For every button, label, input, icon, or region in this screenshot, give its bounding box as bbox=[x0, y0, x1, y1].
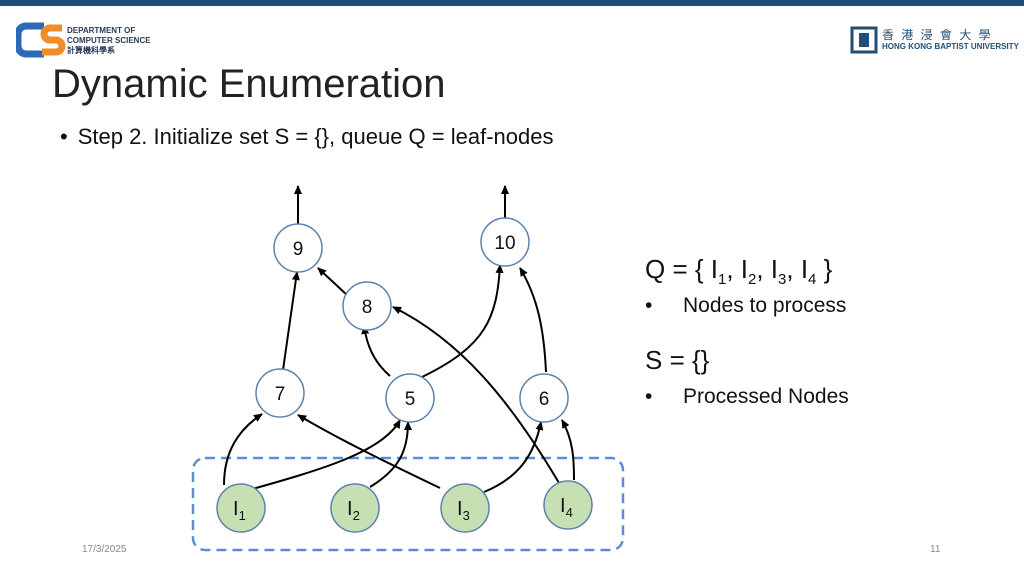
edge-I3-6 bbox=[483, 421, 544, 493]
node-6-label: 6 bbox=[539, 389, 550, 410]
edge-I1-7 bbox=[223, 413, 263, 486]
node-7 bbox=[255, 368, 305, 418]
step-text: Step 2. Initialize set S = {}, queue Q =… bbox=[77, 124, 554, 149]
hkbu-logo-icon bbox=[850, 26, 878, 54]
edge-5-8 bbox=[361, 325, 391, 377]
edge-I4-6 bbox=[561, 419, 575, 481]
cs-department-logo bbox=[16, 22, 66, 58]
node-5-label: 5 bbox=[405, 389, 416, 410]
node-9-label: 9 bbox=[293, 239, 304, 260]
node-I1-label: I1 bbox=[233, 498, 246, 523]
set-description: •Processed Nodes bbox=[645, 385, 849, 408]
edge-I1-5 bbox=[248, 419, 401, 491]
step-bullet: • Step 2. Initialize set S = {}, queue Q … bbox=[60, 124, 553, 150]
edge-I4-8 bbox=[392, 306, 560, 484]
node-6 bbox=[519, 373, 569, 423]
node-9 bbox=[273, 223, 323, 273]
node-8 bbox=[342, 281, 392, 331]
node-10 bbox=[480, 217, 530, 267]
queue-definition: Q = { I1, I2, I3, I4 } bbox=[645, 254, 833, 289]
edge-I2-5 bbox=[369, 421, 412, 488]
dept-name: DEPARTMENT OF COMPUTER SCIENCE 計算機科學系 bbox=[67, 26, 151, 55]
slide-date: 17/3/2025 bbox=[82, 544, 127, 555]
edge-8-9 bbox=[317, 267, 348, 296]
bullet-dot: • bbox=[60, 124, 68, 149]
node-7-label: 7 bbox=[275, 384, 286, 405]
edge-6-10 bbox=[519, 267, 547, 373]
slide-title: Dynamic Enumeration bbox=[52, 62, 446, 106]
node-I2 bbox=[330, 483, 380, 533]
node-I4-label: I4 bbox=[560, 495, 573, 520]
node-8-label: 8 bbox=[362, 297, 373, 318]
university-name-english: HONG KONG BAPTIST UNIVERSITY bbox=[882, 42, 1019, 51]
node-I3-label: I3 bbox=[457, 498, 470, 523]
node-I2-label: I2 bbox=[347, 498, 360, 523]
node-I4 bbox=[543, 480, 593, 530]
node-I3 bbox=[440, 483, 490, 533]
edge-I3-7 bbox=[297, 414, 441, 489]
top-accent-bar bbox=[0, 0, 1024, 6]
node-5 bbox=[385, 373, 435, 423]
slide-number: 11 bbox=[930, 544, 941, 555]
node-I1 bbox=[216, 483, 266, 533]
edge-7-9 bbox=[282, 271, 300, 371]
queue-description: •Nodes to process bbox=[645, 294, 847, 317]
set-definition: S = {} bbox=[645, 345, 710, 375]
university-name-chinese: 香 港 浸 會 大 學 bbox=[882, 28, 993, 42]
edge-5-10 bbox=[421, 264, 504, 378]
node-10-label: 10 bbox=[494, 233, 515, 254]
